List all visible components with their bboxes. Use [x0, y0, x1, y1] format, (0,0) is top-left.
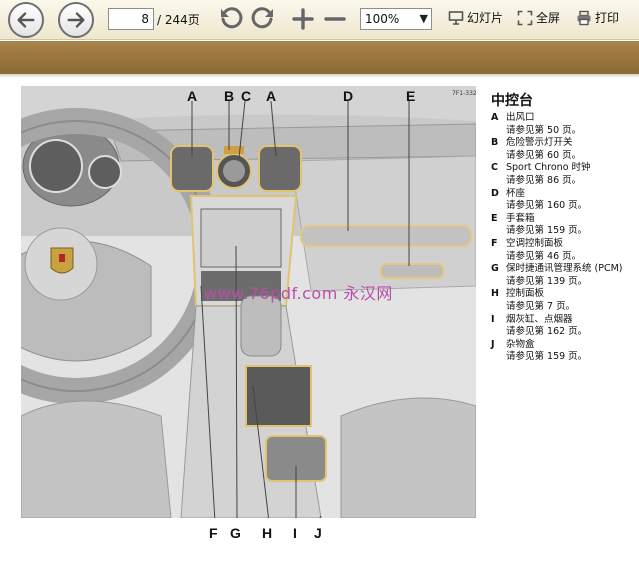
callout-bottom-4: I	[293, 525, 297, 541]
fullscreen-icon	[517, 10, 533, 25]
callout-bottom-3: H	[262, 525, 273, 541]
toolbar: 8 / 244页 100% ▼ 幻灯片 全屏 打印	[0, 0, 639, 40]
page-number-input[interactable]: 8	[108, 8, 154, 30]
minus-icon	[324, 17, 346, 21]
rotate-ccw-icon	[221, 7, 243, 29]
legend-panel: 中控台 A 出风口请参见第 50 页。 B 危险警示灯开关请参见第 60 页。 C Spo…	[491, 90, 636, 364]
next-page-button[interactable]	[58, 2, 94, 38]
arrow-left-icon	[17, 12, 35, 28]
legend-item: E 手套箱请参见第 159 页。	[491, 213, 636, 238]
watermark-text: www.76pdf.com 永汉网	[204, 284, 393, 303]
zoom-in-button[interactable]	[290, 6, 316, 32]
legend-key: I	[491, 313, 495, 325]
legend-page-ref: 请参见第 50 页。	[506, 124, 582, 136]
callout-top-5: D	[343, 88, 354, 104]
legend-name: Sport Chrono 时钟	[506, 162, 591, 174]
legend-name: 杂物盒	[506, 338, 535, 350]
zoom-out-button[interactable]	[322, 6, 348, 32]
slideshow-button[interactable]: 幻灯片	[448, 9, 503, 26]
band-shadow	[0, 74, 639, 78]
toolbar-separator-band	[0, 41, 639, 74]
legend-item: F 空调控制面板请参见第 46 页。	[491, 238, 636, 263]
legend-name: 手套箱	[506, 212, 535, 224]
legend-page-ref: 请参见第 7 页。	[506, 300, 576, 312]
chevron-down-icon: ▼	[419, 12, 428, 25]
legend-name: 空调控制面板	[506, 237, 564, 249]
callout-bottom-5: J	[314, 525, 322, 541]
center-console-illustration	[21, 86, 476, 518]
legend-key: D	[491, 187, 499, 199]
print-label: 打印	[595, 11, 620, 25]
callout-top-6: E	[406, 88, 416, 104]
page-total-label: / 244页	[157, 13, 200, 27]
callout-bottom-2: G	[230, 525, 241, 541]
legend-page-ref: 请参见第 162 页。	[506, 326, 588, 338]
callout-top-1: A	[187, 88, 198, 104]
print-button[interactable]: 打印	[576, 9, 619, 26]
callout-bottom-1: F	[209, 525, 218, 541]
legend-item: G 保时捷通讯管理系统 (PCM)请参见第 139 页。	[491, 263, 636, 288]
callout-top-2: B	[224, 88, 235, 104]
callout-top-3: C	[241, 88, 252, 104]
legend-key: E	[491, 212, 498, 224]
legend-name: 杯座	[506, 187, 526, 199]
console-drawing	[21, 86, 476, 518]
zoom-value: 100%	[365, 12, 400, 26]
legend-name: 出风口	[506, 112, 535, 123]
legend-page-ref: 请参见第 139 页。	[506, 275, 588, 287]
rotate-right-button[interactable]	[250, 6, 276, 32]
legend-item: B 危险警示灯开关请参见第 60 页。	[491, 137, 636, 162]
legend-key: H	[491, 288, 499, 300]
fullscreen-button[interactable]: 全屏	[517, 9, 560, 26]
zoom-select[interactable]: 100% ▼	[360, 8, 432, 30]
legend-page-ref: 请参见第 160 页。	[506, 200, 588, 212]
legend-item: H 控制面板请参见第 7 页。	[491, 288, 636, 313]
legend-page-ref: 请参见第 46 页。	[506, 250, 582, 262]
arrow-right-icon	[67, 12, 85, 28]
rotate-left-button[interactable]	[218, 6, 244, 32]
previous-page-button[interactable]	[8, 2, 44, 38]
legend-name: 危险警示灯开关	[506, 137, 573, 149]
slideshow-label: 幻灯片	[467, 11, 504, 25]
legend-item: I 烟灰缸、点烟器请参见第 162 页。	[491, 314, 636, 339]
legend-item: D 杯座请参见第 160 页。	[491, 188, 636, 213]
legend-key: F	[491, 237, 498, 249]
printer-icon	[577, 10, 591, 25]
legend-item: J 杂物盒请参见第 159 页。	[491, 339, 636, 364]
legend-key: C	[491, 162, 498, 174]
legend-item: C Sport Chrono 时钟请参见第 86 页。	[491, 162, 636, 187]
rotate-cw-icon	[251, 7, 273, 29]
projector-icon	[448, 10, 464, 25]
legend-name: 控制面板	[506, 288, 545, 300]
legend-page-ref: 请参见第 159 页。	[506, 351, 588, 363]
legend-key: G	[491, 263, 499, 275]
legend-list: A 出风口请参见第 50 页。 B 危险警示灯开关请参见第 60 页。 C Sport C…	[491, 112, 636, 364]
fullscreen-label: 全屏	[536, 11, 561, 25]
legend-name: 保时捷通讯管理系统 (PCM)	[506, 263, 623, 275]
legend-page-ref: 请参见第 60 页。	[506, 149, 582, 161]
legend-key: B	[491, 137, 499, 149]
legend-key: J	[491, 338, 495, 350]
plus-icon	[292, 8, 314, 30]
legend-item: A 出风口请参见第 50 页。	[491, 112, 636, 137]
legend-page-ref: 请参见第 86 页。	[506, 174, 582, 186]
legend-page-ref: 请参见第 159 页。	[506, 225, 588, 237]
legend-name: 烟灰缸、点烟器	[506, 313, 573, 325]
callout-top-4: A	[266, 88, 277, 104]
figure-code: 7F1-332	[452, 90, 477, 97]
legend-key: A	[491, 112, 499, 123]
panel-title: 中控台	[491, 93, 533, 109]
